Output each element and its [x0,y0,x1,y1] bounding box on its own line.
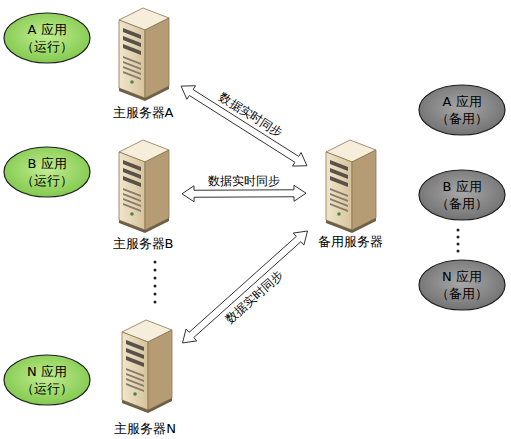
ellipsis-dots [457,229,460,253]
server-icon [119,8,169,101]
primary-server: 主服务器A [110,3,176,121]
server-label: 主服务器N [114,421,176,437]
ellipse-outline [418,84,506,136]
ellipse-outline [3,146,91,198]
server-label: 主服务器B [113,236,174,252]
app-standby-ellipse: N 应用 （备用） [418,259,506,311]
sync-arrow [181,86,307,166]
sync-arrow [182,185,306,201]
app-label: A 应用 （备用） [431,93,493,127]
primary-server: 主服务器N [112,316,178,437]
app-running-ellipse: A 应用 （运行） [3,12,91,64]
edge-label: 数据实时同步 [217,90,285,140]
ellipse-shape [4,355,90,405]
ellipse-outline [3,12,91,64]
app-label: A 应用 （运行） [16,21,78,55]
backup-server: 备用服务器 [312,136,388,250]
server-icon [119,140,169,233]
ellipse-shape [4,147,90,197]
ellipse-outline [3,354,91,406]
ellipsis-dots [154,261,157,304]
edge-label: 数据实时同步 [208,173,280,187]
ellipse-outline [418,169,506,221]
app-standby-ellipse: B 应用 （备用） [418,169,506,221]
ellipse-shape [419,170,505,220]
app-label: N 应用 （运行） [16,363,78,397]
ellipse-outline [418,259,506,311]
sync-arrow [182,231,307,343]
server-label: 主服务器A [113,105,174,121]
app-label: B 应用 （运行） [16,155,78,189]
app-standby-ellipse: A 应用 （备用） [418,84,506,136]
edge-label: 数据实时同步 [222,267,285,325]
ellipse-shape [4,13,90,63]
app-running-ellipse: N 应用 （运行） [3,354,91,406]
ellipse-shape [419,260,505,310]
ellipse-shape [419,85,505,135]
app-running-ellipse: B 应用 （运行） [3,146,91,198]
server-label: 备用服务器 [318,234,383,250]
primary-server: 主服务器B [110,136,176,252]
server-icon [122,320,172,413]
app-label: N 应用 （备用） [431,268,493,302]
server-icon [326,140,376,233]
app-label: B 应用 （备用） [431,178,493,212]
